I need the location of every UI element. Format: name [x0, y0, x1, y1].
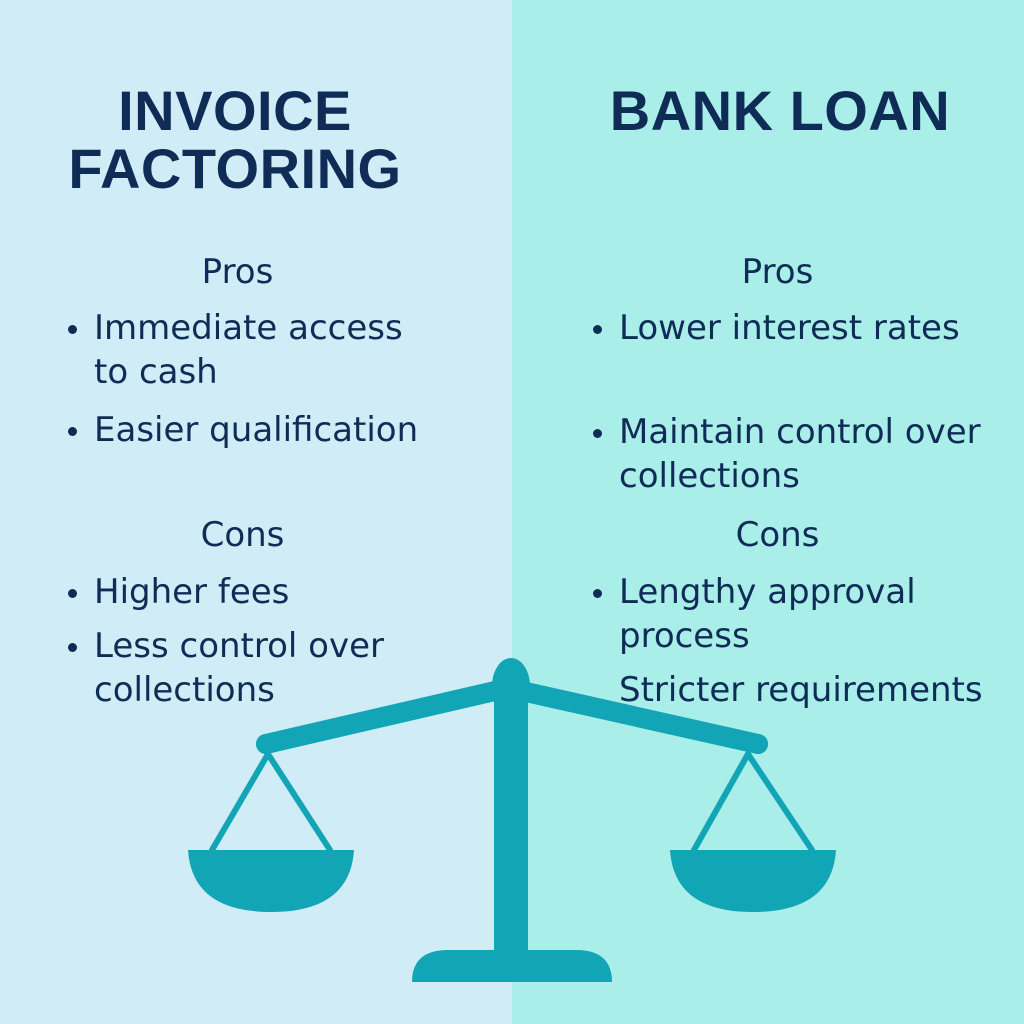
right-cons-list: Lengthy approval process Stricter requir…	[591, 570, 991, 712]
invoice-factoring-title: INVOICE FACTORING	[68, 79, 402, 200]
left-pros-list: Immediate access to cash Easier qualific…	[66, 306, 426, 452]
right-pros-item-1: Lower interest rates	[591, 306, 991, 350]
right-cons-item-1: Lengthy approval process	[591, 570, 991, 658]
left-pros-item-1: Immediate access to cash	[66, 306, 426, 394]
left-pros-heading: Pros	[201, 252, 274, 292]
right-pros-item-2: Maintain control over collections	[591, 410, 991, 498]
right-cons-item-2: Stricter requirements	[619, 670, 983, 710]
left-cons-item-2: Less control over collections	[66, 624, 406, 712]
right-cons-heading: Cons	[735, 515, 820, 555]
left-cons-list: Higher fees Less control over collection…	[66, 570, 406, 712]
left-cons-heading: Cons	[200, 515, 285, 555]
left-pros-item-2: Easier qualification	[66, 408, 426, 452]
bank-loan-panel	[512, 0, 1024, 1024]
right-pros-list: Lower interest rates Maintain control ov…	[591, 306, 991, 498]
bank-loan-title: BANK LOAN	[609, 79, 951, 142]
right-pros-heading: Pros	[741, 252, 814, 292]
left-cons-item-1: Higher fees	[66, 570, 406, 614]
